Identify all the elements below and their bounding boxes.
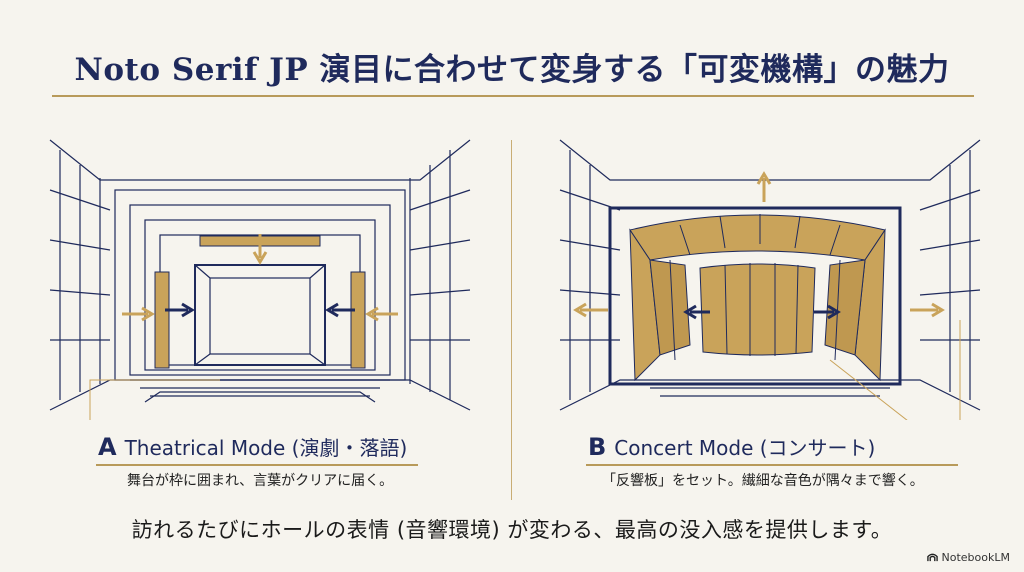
concert-mode-name: Concert Mode (コンサート) [614,436,876,460]
mode-letter-b: B [588,433,607,461]
theatrical-mode-description: 舞台が枠に囲まれ、言葉がクリアに届く。 [127,473,394,489]
concert-mode-description: 「反響板」をセット。繊細な音色が隅々まで響く。 [602,473,924,489]
theatrical-mode-illustration [49,139,471,420]
brand-watermark: NotebookLM [926,551,1010,564]
title-divider [52,95,974,97]
panel-divider [511,140,512,500]
tagline: 訪れるたびにホールの表情 (音響環境) が変わる、最高の没入感を提供します。 [131,518,893,542]
theatrical-mode-underline [96,464,418,466]
theatrical-mode-title: A Theatrical Mode (演劇・落語) [98,432,407,461]
notebooklm-logo-icon [926,553,938,562]
concert-mode-title: B Concert Mode (コンサート) [588,432,875,461]
concert-mode-illustration [559,139,981,420]
brand-label: NotebookLM [941,551,1010,564]
theatrical-mode-name: Theatrical Mode (演劇・落語) [124,436,408,460]
mode-letter-a: A [98,433,117,461]
concert-mode-underline [586,464,958,466]
page-title: Noto Serif JP 演目に合わせて変身する「可変機構」の魅力 [74,52,950,88]
